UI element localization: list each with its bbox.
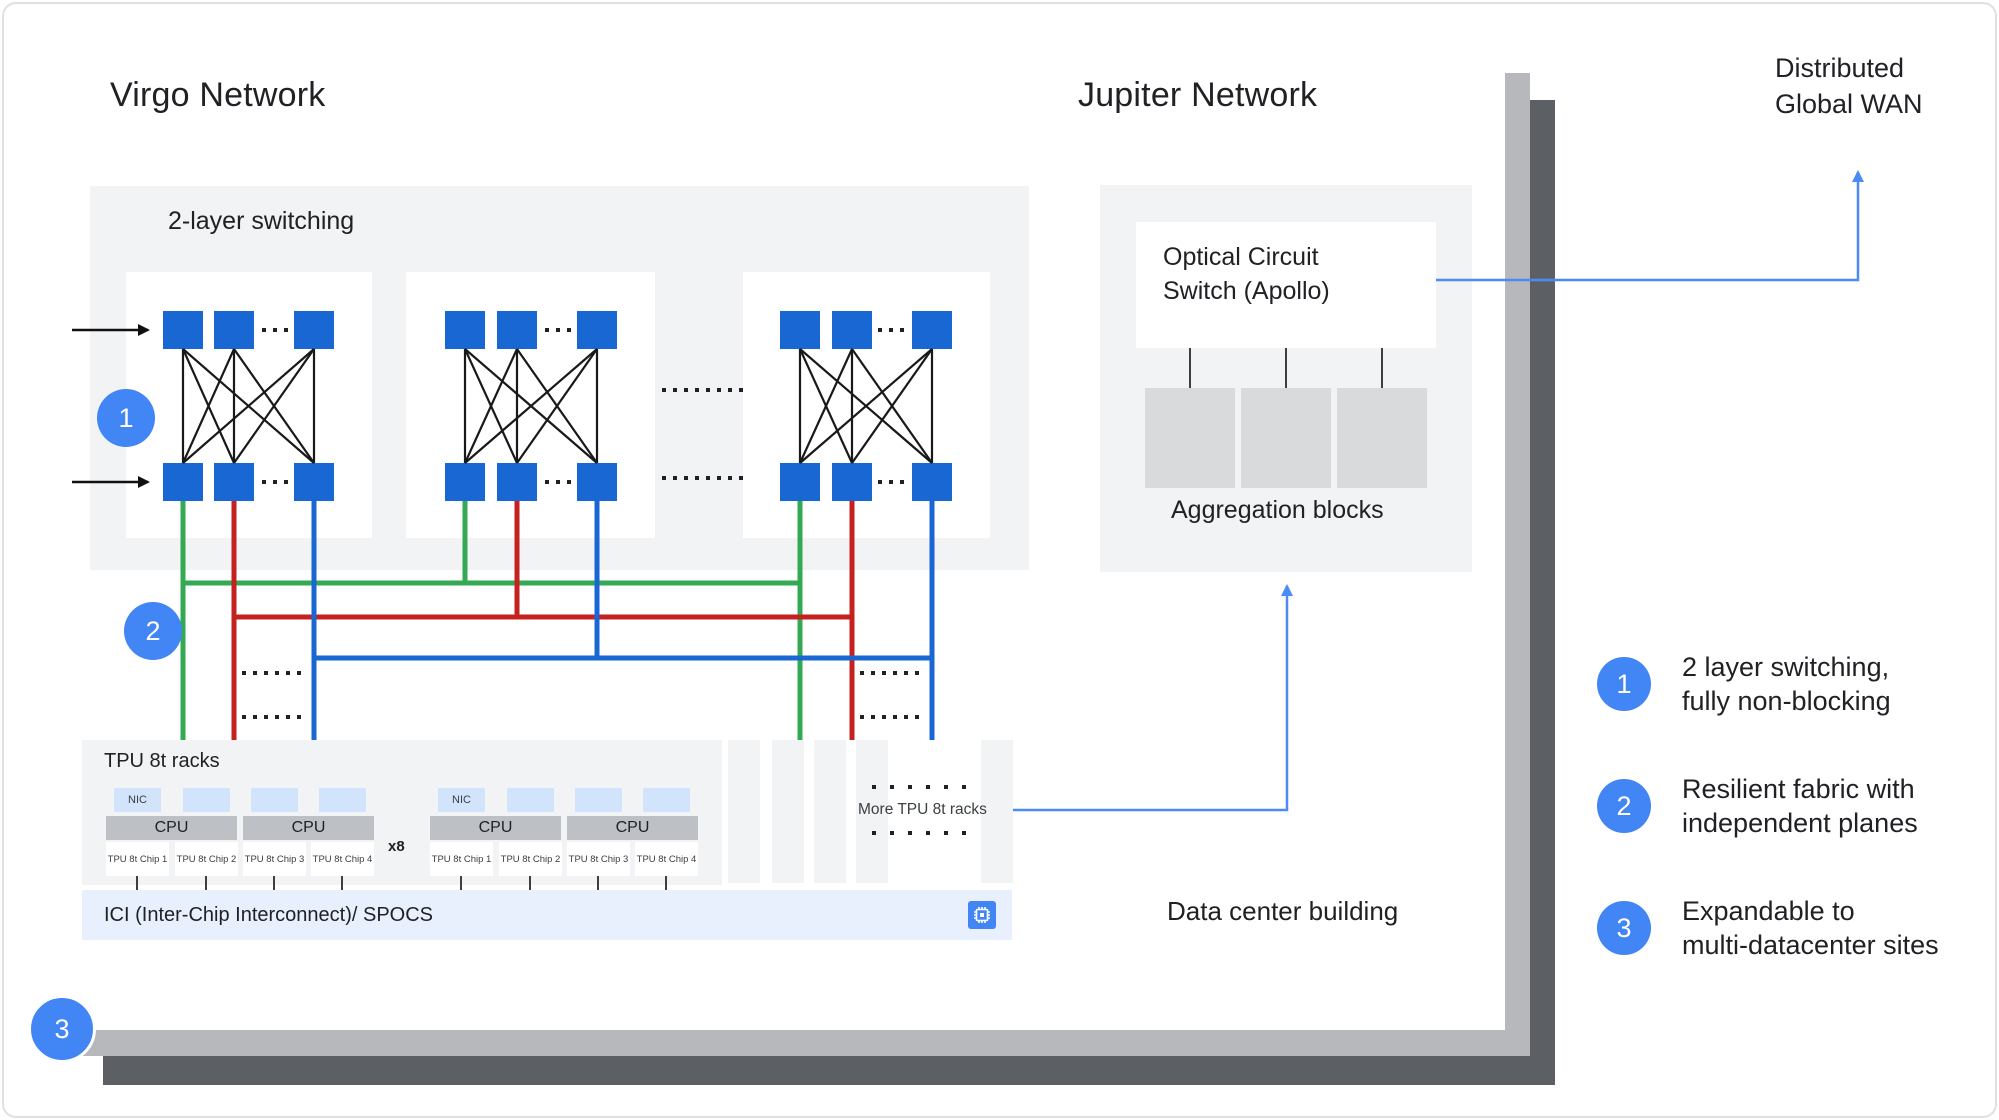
virgo-network-title: Virgo Network	[110, 76, 326, 114]
chip-icon	[968, 901, 996, 929]
more-rack-bar	[981, 740, 1013, 883]
distributed-global-wan-label: Distributed Global WAN	[1775, 53, 1923, 119]
legend-marker-3: 3	[1597, 901, 1651, 955]
switching-label: 2-layer switching	[168, 207, 355, 235]
cpu-bar: CPU	[430, 816, 561, 840]
ici-bar: ICI (Inter-Chip Interconnect)/ SPOCS	[82, 890, 1012, 940]
legend-text-1: 2 layer switching, fully non-blocking	[1682, 652, 1891, 716]
tpu-chip: TPU 8t Chip 1	[106, 842, 169, 876]
datacenter-building-label: Data center building	[1167, 896, 1399, 926]
nic-box	[183, 788, 230, 812]
switch-node	[214, 463, 254, 501]
rack-multiplier: x8	[388, 838, 405, 855]
tpu-racks-title: TPU 8t racks	[104, 750, 220, 772]
legend-marker-1: 1	[1597, 657, 1651, 711]
marker-1: 1	[97, 389, 155, 447]
switch-node	[163, 463, 203, 501]
tpu-chip: TPU 8t Chip 2	[499, 842, 562, 876]
marker-3: 3	[28, 995, 96, 1063]
more-rack-bar	[814, 740, 846, 883]
nic-box	[575, 788, 622, 812]
cpu-bar: CPU	[243, 816, 374, 840]
switch-node	[780, 463, 820, 501]
aggregation-block	[1241, 388, 1331, 488]
tpu-chip: TPU 8t Chip 3	[243, 842, 306, 876]
tpu-chip: TPU 8t Chip 3	[567, 842, 630, 876]
nic-box: NIC	[114, 788, 161, 812]
nic-box	[643, 788, 690, 812]
more-racks-label: More TPU 8t racks	[858, 801, 987, 818]
switch-node	[780, 311, 820, 349]
switch-node	[912, 311, 952, 349]
switch-node	[577, 463, 617, 501]
aggregation-label: Aggregation blocks	[1171, 496, 1384, 524]
nic-box	[507, 788, 554, 812]
switch-node	[214, 311, 254, 349]
tpu-chip: TPU 8t Chip 2	[175, 842, 238, 876]
switch-node	[497, 311, 537, 349]
switch-node	[577, 311, 617, 349]
switch-node	[445, 311, 485, 349]
nic-box	[251, 788, 298, 812]
switch-node	[445, 463, 485, 501]
tpu-chip: TPU 8t Chip 1	[430, 842, 493, 876]
nic-box: NIC	[438, 788, 485, 812]
more-rack-bar	[856, 740, 888, 883]
aggregation-block	[1145, 388, 1235, 488]
legend-text-2: Resilient fabric with independent planes	[1682, 774, 1918, 838]
optical-circuit-switch-label: Optical Circuit Switch (Apollo)	[1163, 243, 1330, 305]
marker-2: 2	[124, 602, 182, 660]
legend-marker-2: 2	[1597, 779, 1651, 833]
switch-node	[294, 463, 334, 501]
switch-node	[497, 463, 537, 501]
optical-circuit-switch-box	[1136, 222, 1436, 348]
aggregation-block	[1337, 388, 1427, 488]
legend-text-3: Expandable to multi-datacenter sites	[1682, 896, 1939, 960]
jupiter-network-title: Jupiter Network	[1078, 76, 1318, 114]
ici-label: ICI (Inter-Chip Interconnect)/ SPOCS	[104, 903, 434, 926]
nic-box	[319, 788, 366, 812]
switch-node	[832, 311, 872, 349]
tpu-chip: TPU 8t Chip 4	[635, 842, 698, 876]
tpu-chip: TPU 8t Chip 4	[311, 842, 374, 876]
switch-node	[294, 311, 334, 349]
cpu-bar: CPU	[567, 816, 698, 840]
more-rack-bar	[728, 740, 760, 883]
switch-node	[912, 463, 952, 501]
cpu-bar: CPU	[106, 816, 237, 840]
switch-node	[163, 311, 203, 349]
switch-node	[832, 463, 872, 501]
more-rack-bar	[772, 740, 804, 883]
